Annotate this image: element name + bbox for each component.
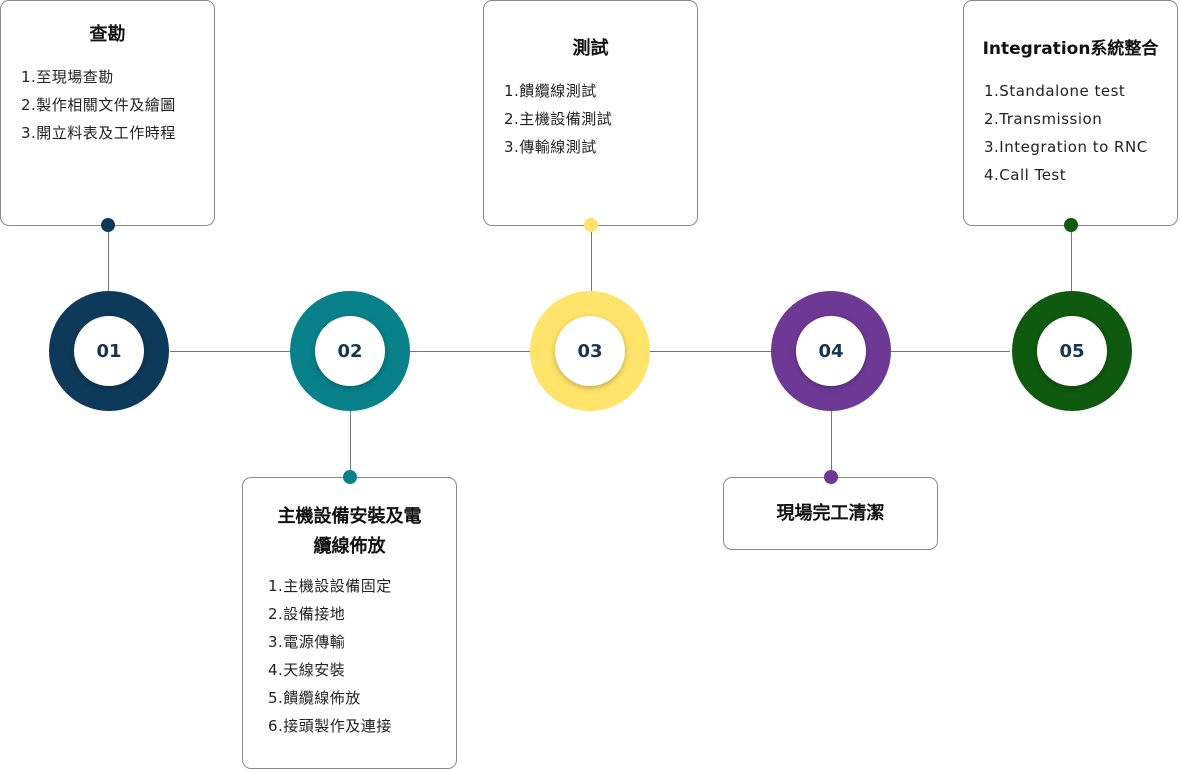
step-2-card: 主機設備安裝及電纜線佈放 1.主機設設備固定 2.設備接地 3.電源傳輸 4.天線安裝… — [242, 477, 457, 769]
list-item: 3.Integration to RNC — [984, 138, 1148, 156]
list-item: 4.Call Test — [984, 166, 1067, 184]
list-item: 1.Standalone test — [984, 82, 1126, 100]
step-4-card: 現場完工清潔 — [723, 477, 938, 550]
list-item: 1.饋纜線測試 — [504, 82, 597, 100]
list-item: 5.饋纜線佈放 — [268, 689, 361, 707]
step-number: 01 — [74, 316, 144, 386]
step-number: 04 — [796, 316, 866, 386]
list-item: 2.設備接地 — [268, 605, 346, 623]
list-item: 3.傳輸線測試 — [504, 138, 597, 156]
step-number: 05 — [1037, 316, 1107, 386]
connector — [108, 225, 109, 295]
list-item: 1.至現場查勘 — [21, 68, 114, 86]
list-item: 1.主機設設備固定 — [268, 577, 392, 595]
step-1-card: 查勘 1.至現場查勘 2.製作相關文件及繪圖 3.開立料表及工作時程 — [0, 0, 215, 226]
step-4-marker: 04 — [771, 291, 891, 411]
connector-dot — [584, 218, 598, 232]
connector — [591, 225, 592, 295]
list-item: 2.Transmission — [984, 110, 1103, 128]
list-item: 4.天線安裝 — [268, 661, 346, 679]
step-3-card: 測試 1.饋纜線測試 2.主機設備測試 3.傳輸線測試 — [483, 0, 698, 226]
step-1-marker: 01 — [49, 291, 169, 411]
list-item: 3.開立料表及工作時程 — [21, 124, 176, 142]
connector — [350, 405, 351, 477]
step-title: Integration系統整合 — [982, 39, 1159, 59]
list-item: 3.電源傳輸 — [268, 633, 346, 651]
step-title: 測試 — [572, 38, 609, 59]
step-5-marker: 05 — [1012, 291, 1132, 411]
step-5-card: Integration系統整合 1.Standalone test 2.Trans… — [963, 0, 1178, 226]
list-item: 2.製作相關文件及繪圖 — [21, 96, 176, 114]
step-number: 02 — [315, 316, 385, 386]
connector-dot — [343, 470, 357, 484]
step-2-marker: 02 — [290, 291, 410, 411]
list-item: 2.主機設備測試 — [504, 110, 613, 128]
connector-dot — [824, 470, 838, 484]
step-title: 主機設備安裝及電纜線佈放 — [243, 502, 456, 562]
connector — [831, 405, 832, 477]
step-title-line: 主機設備安裝及電 — [277, 506, 422, 527]
step-number: 03 — [555, 316, 625, 386]
list-item: 6.接頭製作及連接 — [268, 717, 392, 735]
step-title: 現場完工清潔 — [776, 502, 885, 524]
step-title: 查勘 — [89, 24, 126, 45]
connector — [1071, 225, 1072, 295]
step-title-line: 纜線佈放 — [313, 536, 386, 557]
step-3-marker: 03 — [530, 291, 650, 411]
connector-dot — [101, 218, 115, 232]
connector-dot — [1064, 218, 1078, 232]
